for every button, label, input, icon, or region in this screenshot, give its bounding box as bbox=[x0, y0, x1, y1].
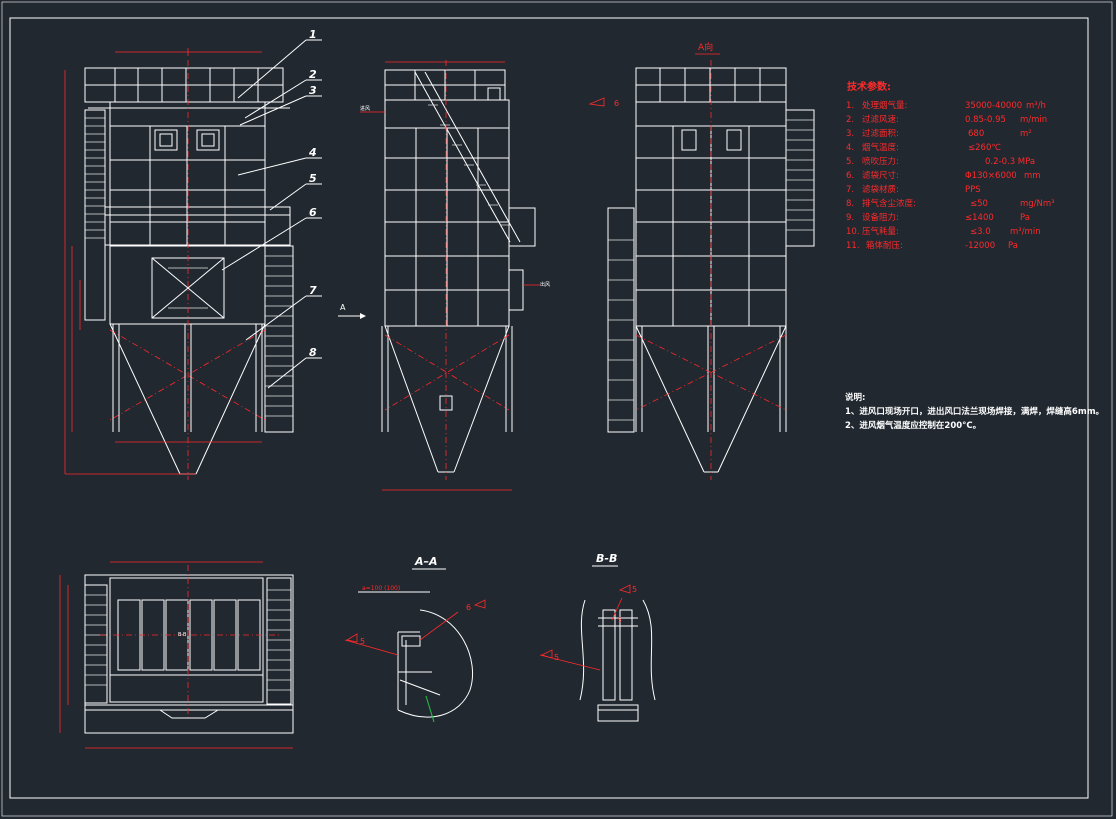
spec-9-name: 设备阻力: bbox=[862, 212, 899, 223]
front-elevation: 1 2 3 4 5 6 7 8 A bbox=[64, 28, 366, 480]
spec-3-value: 680 bbox=[968, 129, 984, 139]
spec-2-name: 过滤风速: bbox=[862, 114, 899, 125]
balloon-2: 2 bbox=[309, 68, 317, 81]
weld-w7: a=100 (100) bbox=[362, 585, 400, 592]
spec-4-name: 烟气温度: bbox=[862, 142, 899, 153]
spec-11-value: -12000 bbox=[965, 241, 995, 251]
front-ladder-left-rungs bbox=[85, 117, 105, 239]
section-a-a: A–A a=100 (100) 6 5 bbox=[344, 555, 486, 723]
spec-3-num: 3. bbox=[846, 129, 854, 139]
spec-11-num: 11. bbox=[846, 241, 860, 251]
notes-heading: 说明: bbox=[845, 392, 865, 403]
weld-w6: 5 bbox=[618, 617, 622, 624]
spec-2-unit: m/min bbox=[1020, 115, 1047, 125]
a-view-title: A向 bbox=[698, 41, 713, 53]
spec-8-name: 排气含尘浓度: bbox=[862, 198, 916, 209]
view-arrow-head bbox=[360, 313, 366, 319]
balloon-4: 4 bbox=[308, 146, 317, 159]
spec-heading: 技术参数: bbox=[847, 80, 891, 93]
front-stair-right-rungs bbox=[265, 255, 293, 417]
spec-2-num: 2. bbox=[846, 115, 854, 125]
spec-9-value: ≤1400 bbox=[965, 213, 994, 223]
spec-10-unit: m³/min bbox=[1010, 227, 1041, 237]
notes-line-1: 1、进风口现场开口，进出风口法兰现场焊接，满焊，焊缝高6mm。 bbox=[845, 406, 1104, 417]
spec-8-value: ≤50 bbox=[970, 199, 988, 209]
notes-block: 说明: 1、进风口现场开口，进出风口法兰现场焊接，满焊，焊缝高6mm。 2、进风… bbox=[845, 392, 1104, 431]
balloon-1: 1 bbox=[309, 28, 317, 41]
view-arrow-label: A bbox=[340, 303, 346, 312]
inlet-label: 进风 bbox=[360, 105, 370, 112]
spec-10-value: ≤3.0 bbox=[970, 227, 991, 237]
spec-1-value: 35000-40000 bbox=[965, 101, 1022, 111]
balloon-6: 6 bbox=[309, 206, 317, 219]
a-view: A向 bbox=[588, 41, 815, 480]
weld-w1: 6 bbox=[614, 99, 619, 108]
spec-11-unit: Pa bbox=[1008, 241, 1018, 251]
spec-4-value: ≤260℃ bbox=[968, 143, 1001, 153]
spec-9-unit: Pa bbox=[1020, 213, 1030, 223]
balloon-5: 5 bbox=[309, 172, 317, 185]
spec-7-num: 7. bbox=[846, 185, 854, 195]
spec-11-name: 箱体耐压: bbox=[866, 240, 903, 251]
spec-1-num: 1. bbox=[846, 101, 854, 111]
balloon-3: 3 bbox=[309, 84, 317, 97]
side-elevation: 出风 进风 bbox=[360, 60, 550, 491]
spec-9-num: 9. bbox=[846, 213, 854, 223]
spec-4-num: 4. bbox=[846, 143, 854, 153]
spec-7-name: 滤袋材质: bbox=[862, 184, 899, 195]
spec-10-name: 压气耗量: bbox=[862, 226, 899, 237]
spec-8-unit: mg/Nm³ bbox=[1020, 199, 1055, 209]
spec-6-unit: mm bbox=[1024, 171, 1041, 181]
weld-w4: 5 bbox=[632, 585, 637, 594]
plan-ladder-rungs bbox=[85, 589, 291, 691]
weld-w3: 5 bbox=[360, 637, 365, 646]
outlet-label: 出风 bbox=[540, 281, 550, 288]
plan-center-label: B-B bbox=[178, 632, 187, 638]
section-bb-title: B-B bbox=[596, 552, 617, 565]
spec-1-name: 处理烟气量: bbox=[862, 100, 907, 111]
spec-2-value: 0.85-0.95 bbox=[965, 115, 1006, 125]
spec-6-value: Φ130×6000 bbox=[965, 171, 1017, 181]
spec-5-num: 5. bbox=[846, 157, 854, 167]
spec-table: 技术参数: 1. 处理烟气量: 35000-40000 m³/h 2. 过滤风速… bbox=[846, 80, 1055, 251]
balloon-underlines bbox=[306, 39, 322, 359]
section-aa-title: A–A bbox=[414, 555, 438, 568]
spec-8-num: 8. bbox=[846, 199, 854, 209]
spec-6-num: 6. bbox=[846, 171, 854, 181]
inner-frame bbox=[9, 17, 1089, 799]
spec-5-value: 0.2-0.3 MPa bbox=[985, 157, 1035, 167]
a-view-ladder-rungs bbox=[608, 119, 814, 421]
weld-w5: 5 bbox=[554, 653, 559, 662]
notes-line-2: 2、进风烟气温度应控制在200°C。 bbox=[845, 420, 981, 431]
section-b-b: B-B 5 5 5 bbox=[539, 552, 656, 722]
spec-3-name: 过滤面积: bbox=[862, 128, 899, 139]
spec-6-name: 滤袋尺寸: bbox=[862, 170, 899, 181]
spec-1-unit: m³/h bbox=[1026, 101, 1046, 111]
spec-5-name: 喷吹压力: bbox=[862, 156, 899, 167]
plan-view: B-B bbox=[59, 561, 294, 749]
balloon-7: 7 bbox=[309, 284, 317, 297]
spec-7-value: PPS bbox=[965, 185, 981, 195]
weld-w2: 6 bbox=[466, 603, 471, 612]
spec-10-num: 10. bbox=[846, 227, 860, 237]
spec-3-unit: m² bbox=[1020, 129, 1032, 139]
balloon-8: 8 bbox=[309, 346, 317, 359]
